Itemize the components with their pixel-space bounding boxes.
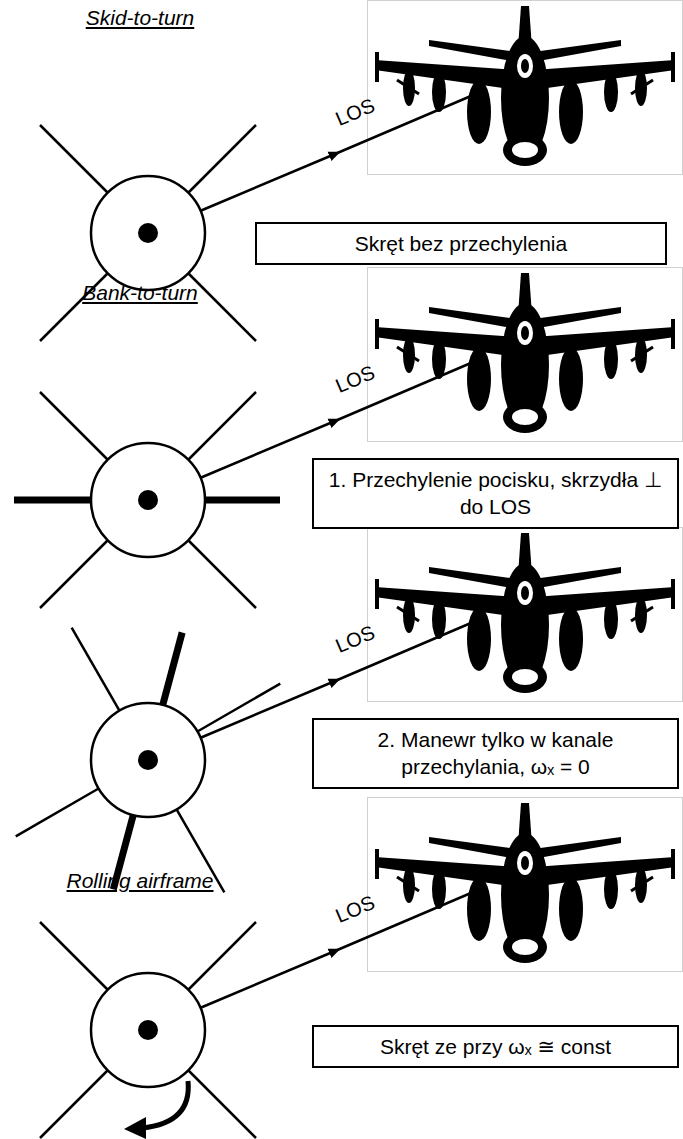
missile-row [40, 798, 683, 1139]
box-text: 2. Manewr tylko w kanale przechylania, ω… [324, 726, 667, 781]
text-box: Skręt bez przechylenia [255, 222, 667, 265]
scheme-label: Skid-to-turn [86, 5, 195, 30]
text-box: Skręt ze przy ωₓ ≅ const [312, 1025, 679, 1068]
scheme-label: Rolling airframe [66, 868, 213, 893]
box-text: Skręt ze przy ωₓ ≅ const [324, 1033, 667, 1060]
text-box: 2. Manewr tylko w kanale przechylania, ω… [312, 718, 679, 789]
box-text: Skręt bez przechylenia [267, 230, 655, 257]
text-box: 1. Przechylenie pocisku, skrzydła ⊥ do L… [312, 458, 679, 529]
box-text: 1. Przechylenie pocisku, skrzydła ⊥ do L… [324, 466, 667, 521]
scheme-label: Bank-to-turn [82, 280, 198, 305]
